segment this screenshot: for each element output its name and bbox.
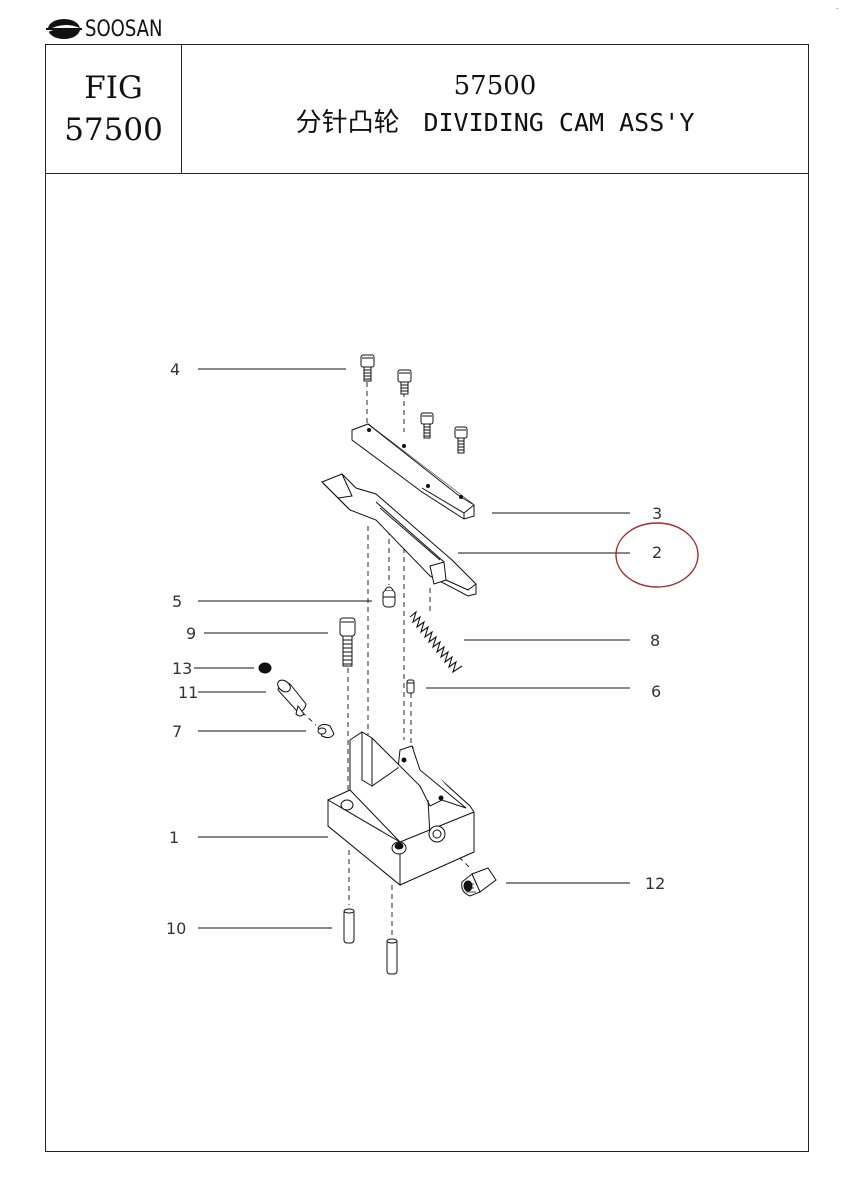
assembly-axes <box>301 382 471 935</box>
title-chinese: 分针凸轮 <box>295 108 400 138</box>
screw-4a <box>360 354 375 382</box>
part-2-dividing-cam <box>321 473 477 597</box>
callout-8: 8 <box>650 631 660 650</box>
part-7-bushing <box>317 723 335 739</box>
brand-logo: SOOSAN <box>46 14 179 44</box>
fig-number: 57500 <box>64 112 163 148</box>
part-9-screw <box>339 617 356 667</box>
title-cell: 57500 分针凸轮 DIVIDING CAM ASS'Y <box>182 45 808 173</box>
callout-9: 9 <box>186 624 196 643</box>
leader-lines <box>194 368 630 929</box>
screw-4c <box>420 412 434 439</box>
part-6-dowel <box>406 679 415 694</box>
callout-5: 5 <box>172 592 182 611</box>
callout-7: 7 <box>172 722 182 741</box>
part-3-cover-plate <box>351 423 475 520</box>
part-1-base-block <box>327 731 475 887</box>
part-4-screws <box>360 354 468 454</box>
part-number: 57500 <box>453 71 537 101</box>
screw-4b <box>397 369 412 395</box>
callout-2: 2 <box>652 543 662 562</box>
callout-4: 4 <box>170 360 180 379</box>
soosan-swoosh-icon <box>46 19 82 39</box>
assembly-title: 分针凸轮 DIVIDING CAM ASS'Y <box>296 103 695 143</box>
header-divider <box>181 45 182 173</box>
part-10-dowels <box>343 908 398 975</box>
screw-4d <box>454 426 468 454</box>
callout-labels: 4 3 2 5 9 8 13 11 6 7 1 12 10 <box>166 360 665 938</box>
callout-3: 3 <box>652 504 662 523</box>
part-13-ball <box>258 662 272 674</box>
part-11-pin <box>277 679 307 717</box>
part-12-set-screw <box>461 867 497 897</box>
callout-13: 13 <box>172 659 192 678</box>
fig-label: FIG <box>84 70 143 106</box>
callout-2-highlight <box>615 522 699 588</box>
callout-1: 1 <box>169 828 179 847</box>
header-bottom-rule <box>46 173 808 174</box>
callout-6: 6 <box>651 682 661 701</box>
callout-12: 12 <box>645 874 665 893</box>
part-8-spring <box>409 610 463 674</box>
corner-mark: . <box>836 2 839 11</box>
fig-cell: FIG 57500 <box>46 45 181 173</box>
callout-10: 10 <box>166 919 186 938</box>
part-5-plunger <box>382 586 396 608</box>
callout-11: 11 <box>178 683 198 702</box>
drawing-sheet: FIG 57500 57500 分针凸轮 DIVIDING CAM ASS'Y <box>45 44 809 1152</box>
title-english: DIVIDING CAM ASS'Y <box>423 108 695 137</box>
brand-name: SOOSAN <box>85 16 163 42</box>
